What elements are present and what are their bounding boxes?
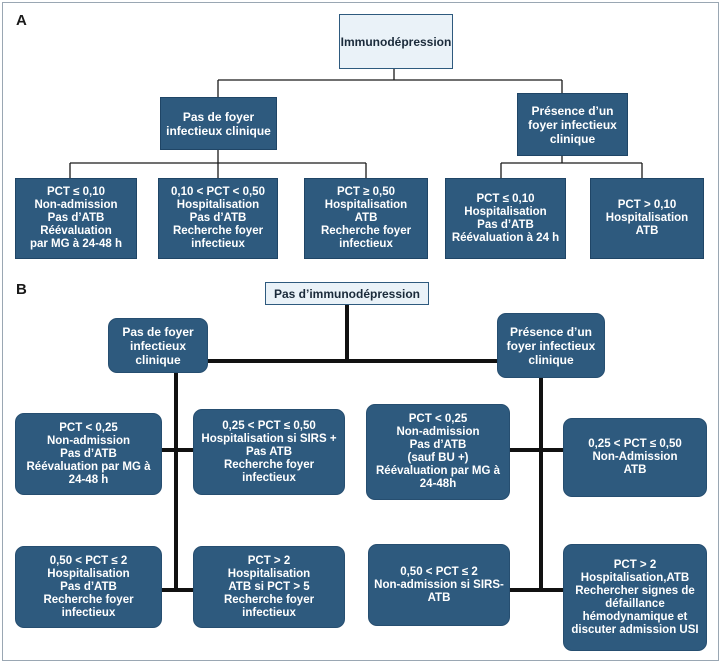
leaf-heading: PCT ≤ 0,10	[476, 192, 535, 205]
leaf-line: Hospitalisation	[227, 567, 311, 580]
panel-a-connectors	[69, 69, 643, 178]
leaf-line: Hospitalisation	[176, 199, 260, 211]
node-title-line: Pas de foyer	[182, 109, 255, 124]
leaf-heading: 0,25 < PCT ≤ 0,50	[222, 419, 316, 432]
leaf-heading: PCT > 2	[247, 554, 291, 567]
node-title-line: clinique	[549, 131, 596, 146]
panel-a-root-node: Immunodépression	[339, 14, 453, 69]
node-title-line: foyer infectieux	[528, 117, 617, 132]
leaf-line: ATB si PCT > 5	[228, 580, 310, 593]
leaf-line: par MG à 24-48 h	[29, 238, 123, 250]
leaf-line: Non-admission	[34, 199, 118, 211]
leaf-line: infectieux	[242, 471, 296, 484]
panel-a-leaf-5: PCT > 0,10 Hospitalisation ATB	[590, 178, 704, 259]
leaf-line: Réévaluation par MG à	[376, 465, 500, 477]
leaf-line: discuter admission USI	[571, 623, 699, 636]
leaf-line: Recherche foyer	[223, 458, 315, 471]
panel-b-focus-node: Présence d’un foyer infectieux clinique	[497, 313, 605, 378]
node-title-line: clinique	[135, 352, 181, 367]
leaf-line: (sauf BU +)	[407, 452, 469, 464]
leaf-line: Non-admission	[46, 434, 131, 447]
panel-a-no-focus-node: Pas de foyer infectieux clinique	[160, 97, 277, 150]
leaf-line: Hospitalisation	[464, 205, 547, 218]
panel-a-leaf-2: 0,10 < PCT < 0,50 Hospitalisation Pas d’…	[158, 178, 278, 259]
leaf-heading: 0,50 < PCT ≤ 2	[49, 554, 128, 567]
leaf-line: Non-Admission	[592, 451, 678, 463]
leaf-line: ATB	[354, 212, 378, 224]
node-title-line: foyer infectieux	[506, 338, 596, 353]
leaf-line: Pas ATB	[245, 445, 292, 458]
leaf-line: Pas d’ATB	[60, 447, 117, 460]
leaf-heading: PCT > 0,10	[617, 199, 677, 211]
panel-b-leaf-3: 0,50 < PCT ≤ 2 Hospitalisation Pas d’ATB…	[15, 546, 162, 628]
leaf-line: Recherche foyer	[43, 593, 134, 606]
panel-b-leaf-5: PCT < 0,25 Non-admission Pas d’ATB (sauf…	[366, 404, 510, 500]
leaf-line: Rechercher signes de	[575, 584, 695, 597]
leaf-line: Non-admission	[396, 426, 480, 438]
panel-a-leaf-1: PCT ≤ 0,10 Non-admission Pas d’ATB Rééva…	[15, 178, 137, 259]
leaf-heading: PCT ≥ 0,50	[336, 186, 396, 198]
root-label: Immunodépression	[340, 34, 452, 49]
leaf-heading: PCT < 0,25	[59, 421, 118, 434]
leaf-line: Hospitalisation	[47, 567, 130, 580]
leaf-line: Réévaluation	[40, 225, 112, 237]
node-title-line: clinique	[528, 352, 574, 367]
panel-b-leaf-1: PCT < 0,25 Non-admission Pas d’ATB Rééva…	[15, 413, 162, 495]
root-label: Pas d’immunodépression	[273, 286, 421, 301]
leaf-line: Pas d’ATB	[409, 439, 467, 451]
leaf-line: Hospitalisation	[605, 212, 689, 224]
leaf-line: Recherche foyer	[223, 593, 315, 606]
panel-a-leaf-3: PCT ≥ 0,50 Hospitalisation ATB Recherche…	[304, 178, 428, 259]
node-title-line: Présence d’un	[531, 103, 614, 118]
leaf-line: 24-48h	[419, 478, 457, 490]
leaf-line: Recherche foyer	[320, 225, 412, 237]
panel-b-root-node: Pas d’immunodépression	[265, 282, 429, 305]
leaf-line: Recherche foyer	[172, 225, 264, 237]
panel-b-label: B	[16, 281, 27, 298]
leaf-line: Réévaluation à 24 h	[451, 231, 560, 244]
leaf-line: ATB	[623, 464, 647, 476]
leaf-heading: 0,10 < PCT < 0,50	[171, 186, 265, 198]
panel-b-leaf-8: PCT > 2 Hospitalisation,ATB Rechercher s…	[563, 544, 707, 651]
panel-a-label: A	[16, 12, 27, 29]
node-title-line: infectieux	[129, 338, 186, 353]
panel-b-leaf-6: 0,25 < PCT ≤ 0,50 Non-Admission ATB	[563, 418, 707, 497]
leaf-line: Réévaluation par MG à	[26, 460, 151, 473]
leaf-line: Non-admission si SIRS-	[374, 578, 504, 591]
leaf-line: Pas d’ATB	[189, 212, 247, 224]
node-title-line: Pas de foyer	[122, 324, 194, 339]
leaf-line: infectieux	[242, 606, 296, 619]
leaf-line: ATB	[635, 225, 659, 237]
leaf-line: ATB	[427, 591, 451, 604]
panel-b-leaf-4: PCT > 2 Hospitalisation ATB si PCT > 5 R…	[193, 546, 345, 628]
leaf-heading: PCT ≤ 0,10	[46, 186, 106, 198]
leaf-line: Pas d’ATB	[477, 218, 534, 231]
leaf-line: infectieux	[339, 238, 393, 250]
leaf-line: Hospitalisation,ATB	[580, 571, 690, 584]
node-title-line: Présence d’un	[509, 324, 593, 339]
leaf-line: 24-48 h	[68, 473, 109, 486]
panel-a-leaf-4: PCT ≤ 0,10 Hospitalisation Pas d’ATB Réé…	[445, 178, 566, 259]
leaf-line: Hospitalisation si SIRS +	[201, 432, 337, 445]
panel-b-connectors	[162, 305, 563, 592]
leaf-line: Pas d’ATB	[60, 580, 117, 593]
leaf-line: infectieux	[61, 606, 116, 619]
leaf-line: Pas d’ATB	[47, 212, 105, 224]
leaf-heading: PCT > 2	[613, 558, 657, 571]
leaf-line: infectieux	[191, 238, 245, 250]
panel-b-no-focus-node: Pas de foyer infectieux clinique	[108, 318, 208, 373]
panel-a-focus-node: Présence d’un foyer infectieux clinique	[517, 93, 628, 156]
leaf-heading: PCT < 0,25	[408, 413, 468, 425]
panel-b-leaf-2: 0,25 < PCT ≤ 0,50 Hospitalisation si SIR…	[193, 409, 345, 495]
node-title-line: infectieux clinique	[166, 123, 271, 138]
leaf-heading: 0,25 < PCT ≤ 0,50	[588, 438, 682, 450]
leaf-heading: 0,50 < PCT ≤ 2	[400, 565, 478, 578]
leaf-line: hémodynamique et	[582, 610, 688, 623]
leaf-line: Hospitalisation	[324, 199, 408, 211]
leaf-line: défaillance	[605, 597, 665, 610]
panel-b-leaf-7: 0,50 < PCT ≤ 2 Non-admission si SIRS- AT…	[368, 544, 510, 626]
